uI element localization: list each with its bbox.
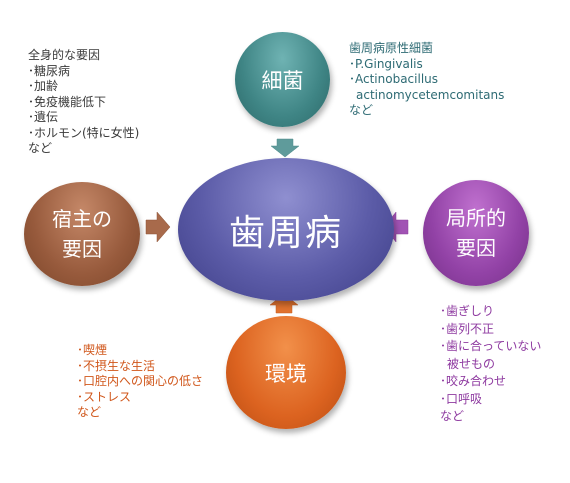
note-line: 被せもの xyxy=(447,356,496,371)
host-factor-notes: 全身的な要因 ･糖尿病 ･加齢 ･免疫機能低下 ･遺伝 ･ホルモン(特に女性) … xyxy=(28,48,139,157)
note-line: ･咬み合わせ xyxy=(440,374,507,388)
note-line: ･歯列不正 xyxy=(440,321,495,336)
local-factor-node: 局所的 要因 xyxy=(423,180,529,286)
arrow-down-from-bacteria xyxy=(270,138,300,158)
arrow-right-from-host xyxy=(145,211,171,243)
host-factor-node: 宿主の 要因 xyxy=(24,182,140,286)
note-line: など xyxy=(349,103,374,117)
note-line: など xyxy=(28,141,53,155)
note-line: ･口腔内への関心の低さ xyxy=(77,374,204,388)
note-line: ･歯ぎしり xyxy=(440,304,495,318)
note-line: など xyxy=(440,409,465,423)
note-line: ･不摂生な生活 xyxy=(77,358,156,373)
bacteria-notes: 歯周病原性細菌 ･P.Gingivalis ･Actinobacillus ac… xyxy=(349,41,504,119)
periodontal-disease-node: 歯周病 xyxy=(178,158,394,301)
note-line: ･ホルモン(特に女性) xyxy=(28,125,140,140)
environment-notes: ･喫煙 ･不摂生な生活 ･口腔内への関心の低さ ･ストレス など xyxy=(77,343,203,421)
bacteria-node: 細菌 xyxy=(235,32,330,127)
environment-label: 環境 xyxy=(265,361,307,386)
note-line: 全身的な要因 xyxy=(28,48,101,62)
note-line: ･歯に合っていない xyxy=(440,339,542,353)
note-line: ･加齢 xyxy=(28,79,59,93)
note-line: ･口呼吸 xyxy=(440,391,483,406)
note-line: ･糖尿病 xyxy=(28,63,71,78)
local-label-line2: 要因 xyxy=(456,236,496,260)
note-line: など xyxy=(77,405,102,419)
note-line: ･Actinobacillus xyxy=(349,72,439,86)
note-line: ･遺伝 xyxy=(28,110,59,124)
note-line: ･喫煙 xyxy=(77,343,108,357)
bacteria-label: 細菌 xyxy=(261,68,304,93)
host-label-line1: 宿主の xyxy=(52,207,112,231)
local-factor-notes: ･歯ぎしり ･歯列不正 ･歯に合っていない 被せもの ･咬み合わせ ･口呼吸 な… xyxy=(440,303,541,426)
note-line: 歯周病原性細菌 xyxy=(349,41,434,55)
note-line: ･ストレス xyxy=(77,389,132,404)
note-line: ･免疫機能低下 xyxy=(28,94,107,109)
center-label: 歯周病 xyxy=(228,212,343,254)
host-label-line2: 要因 xyxy=(62,237,102,261)
local-label-line1: 局所的 xyxy=(446,206,506,230)
environment-node: 環境 xyxy=(226,316,346,429)
note-line: ･P.Gingivalis xyxy=(349,56,423,71)
note-line: actinomycetemcomitans xyxy=(356,87,505,102)
